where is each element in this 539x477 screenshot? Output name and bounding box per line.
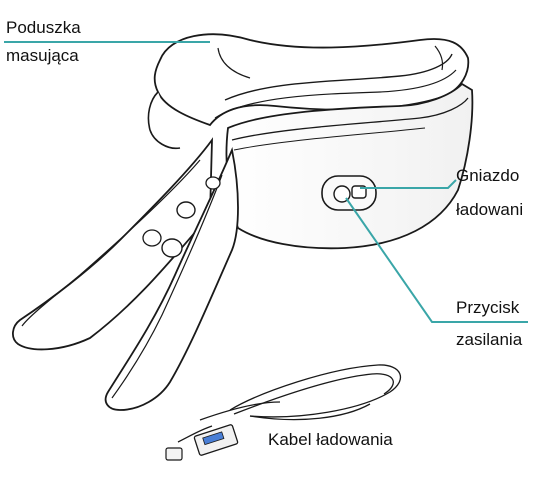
label-charging-port-2: ładowani [456,200,523,220]
label-massage-pad-line2: masująca [6,46,79,66]
label-charging-port-line2: ładowani [456,200,523,220]
label-charging-port-line1: Gniazdo [456,166,519,186]
usb-connector [194,424,238,455]
label-charging-cable-text: Kabel ładowania [268,430,393,450]
label-power-button-2: zasilania [456,330,522,350]
label-charging-cable: Kabel ładowania [268,430,393,450]
label-massage-pad-2: masująca [6,46,79,66]
label-power-button: Przycisk [456,298,519,318]
label-massage-pad: Poduszka [6,18,81,38]
label-power-button-line1: Przycisk [456,298,519,318]
label-massage-pad-line1: Poduszka [6,18,81,38]
label-power-button-line2: zasilania [456,330,522,350]
label-charging-port: Gniazdo [456,166,519,186]
main-body [226,84,472,248]
